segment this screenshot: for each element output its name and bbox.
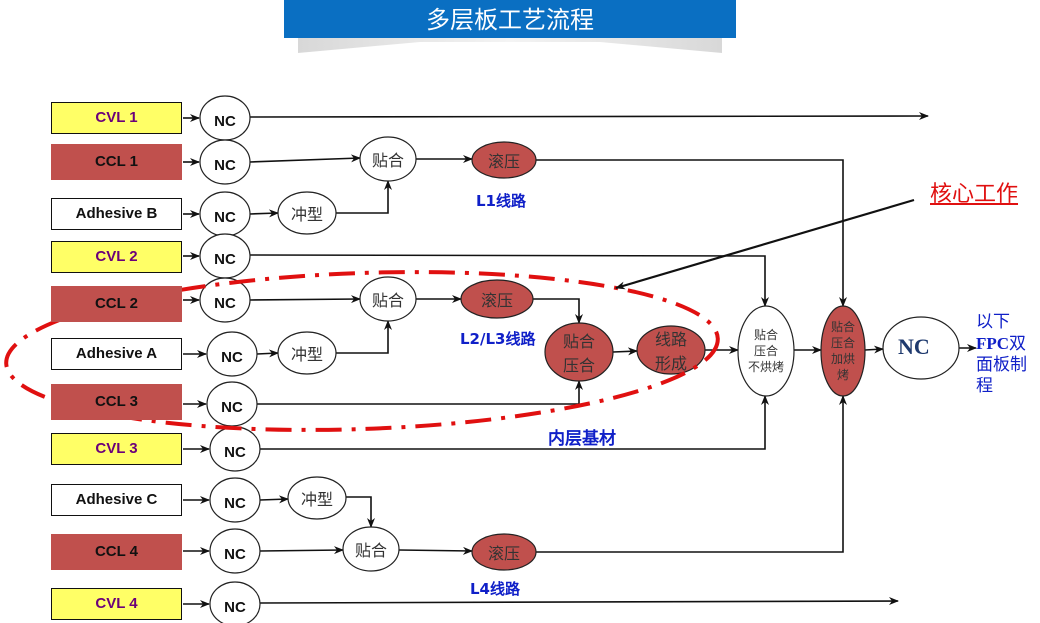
input-box-ccl4: CCL 4 xyxy=(51,534,182,570)
bond-bake-node xyxy=(820,305,866,397)
punch-node-c xyxy=(287,476,347,520)
roll-node-23 xyxy=(460,279,534,319)
nc-node-cvl1 xyxy=(199,95,251,141)
laminate-node-1 xyxy=(359,136,417,182)
core-pointer-arrow xyxy=(615,198,915,290)
output-line-4: 程 xyxy=(976,376,993,396)
input-box-ccl3: CCL 3 xyxy=(51,384,182,420)
output-line-3: 面板制 xyxy=(976,355,1027,375)
input-box-ccl2: CCL 2 xyxy=(51,286,182,322)
circuit-node xyxy=(636,325,706,375)
flow-edge xyxy=(249,112,929,121)
input-box-adhb: Adhesive B xyxy=(51,198,182,230)
bond-nobake-node xyxy=(737,305,795,397)
flow-edge xyxy=(612,347,638,356)
nc-node-adhc xyxy=(209,477,261,523)
nc-node-adhb xyxy=(199,191,251,237)
page-title: 多层板工艺流程 xyxy=(284,0,736,38)
input-box-cvl2: CVL 2 xyxy=(51,241,182,273)
input-box-ccl1: CCL 1 xyxy=(51,144,182,180)
flow-edge xyxy=(249,209,279,218)
title-shadow xyxy=(298,38,722,53)
flow-edge xyxy=(249,254,769,307)
nc-node-ccl1 xyxy=(199,139,251,185)
nc-node-cvl2 xyxy=(199,233,251,279)
output-label: 以下 FPC双 面板制 程 xyxy=(976,312,1040,397)
flow-edge xyxy=(398,546,473,555)
final-nc-node xyxy=(882,316,960,380)
nc-node-ccl3 xyxy=(206,381,258,427)
input-box-cvl3: CVL 3 xyxy=(51,433,182,465)
punch-node-b xyxy=(277,191,337,235)
flow-edge xyxy=(533,298,583,324)
flow-edge xyxy=(260,395,769,450)
flow-edge xyxy=(259,597,899,606)
input-box-cvl1: CVL 1 xyxy=(51,102,182,134)
flow-edge xyxy=(249,295,361,304)
bond-press-node xyxy=(544,322,614,382)
flow-edge xyxy=(536,159,847,307)
output-fpc: FPC xyxy=(976,334,1010,353)
input-box-adha: Adhesive A xyxy=(51,338,182,370)
label-l4-circuit: L4线路 xyxy=(470,580,520,598)
flow-edge xyxy=(259,495,289,504)
flow-edge xyxy=(864,345,884,354)
core-highlight-ellipse xyxy=(4,270,720,432)
label-l1-circuit: L1线路 xyxy=(476,192,526,210)
laminate-node-4 xyxy=(342,526,400,572)
roll-node-4 xyxy=(471,533,537,571)
roll-node-1 xyxy=(471,141,537,179)
output-double: 双 xyxy=(1009,334,1027,354)
flow-edge xyxy=(259,546,344,555)
nc-node-cvl4 xyxy=(209,581,261,623)
flow-edge xyxy=(257,380,583,405)
final-nc-label: NC xyxy=(898,334,930,359)
flow-edge xyxy=(536,395,847,553)
laminate-node-2 xyxy=(359,276,417,322)
nc-node-ccl4 xyxy=(209,528,261,574)
nc-node-ccl2 xyxy=(199,277,251,323)
nc-node-cvl3 xyxy=(209,426,261,472)
core-work-label: 核心工作 xyxy=(930,182,1019,207)
input-box-cvl4: CVL 4 xyxy=(51,588,182,620)
punch-node-a xyxy=(277,331,337,375)
flow-edge xyxy=(336,320,392,354)
input-box-adhc: Adhesive C xyxy=(51,484,182,516)
output-line-1: 以下 xyxy=(976,312,1010,332)
flow-edge xyxy=(256,349,279,358)
flow-edge xyxy=(249,154,361,163)
flow-edge xyxy=(336,180,392,214)
nc-node-adha xyxy=(206,331,258,377)
label-l2-l3-circuit: L2/L3线路 xyxy=(460,330,536,348)
flow-edge xyxy=(346,496,375,528)
label-inner-substrate: 内层基材 xyxy=(548,429,616,449)
